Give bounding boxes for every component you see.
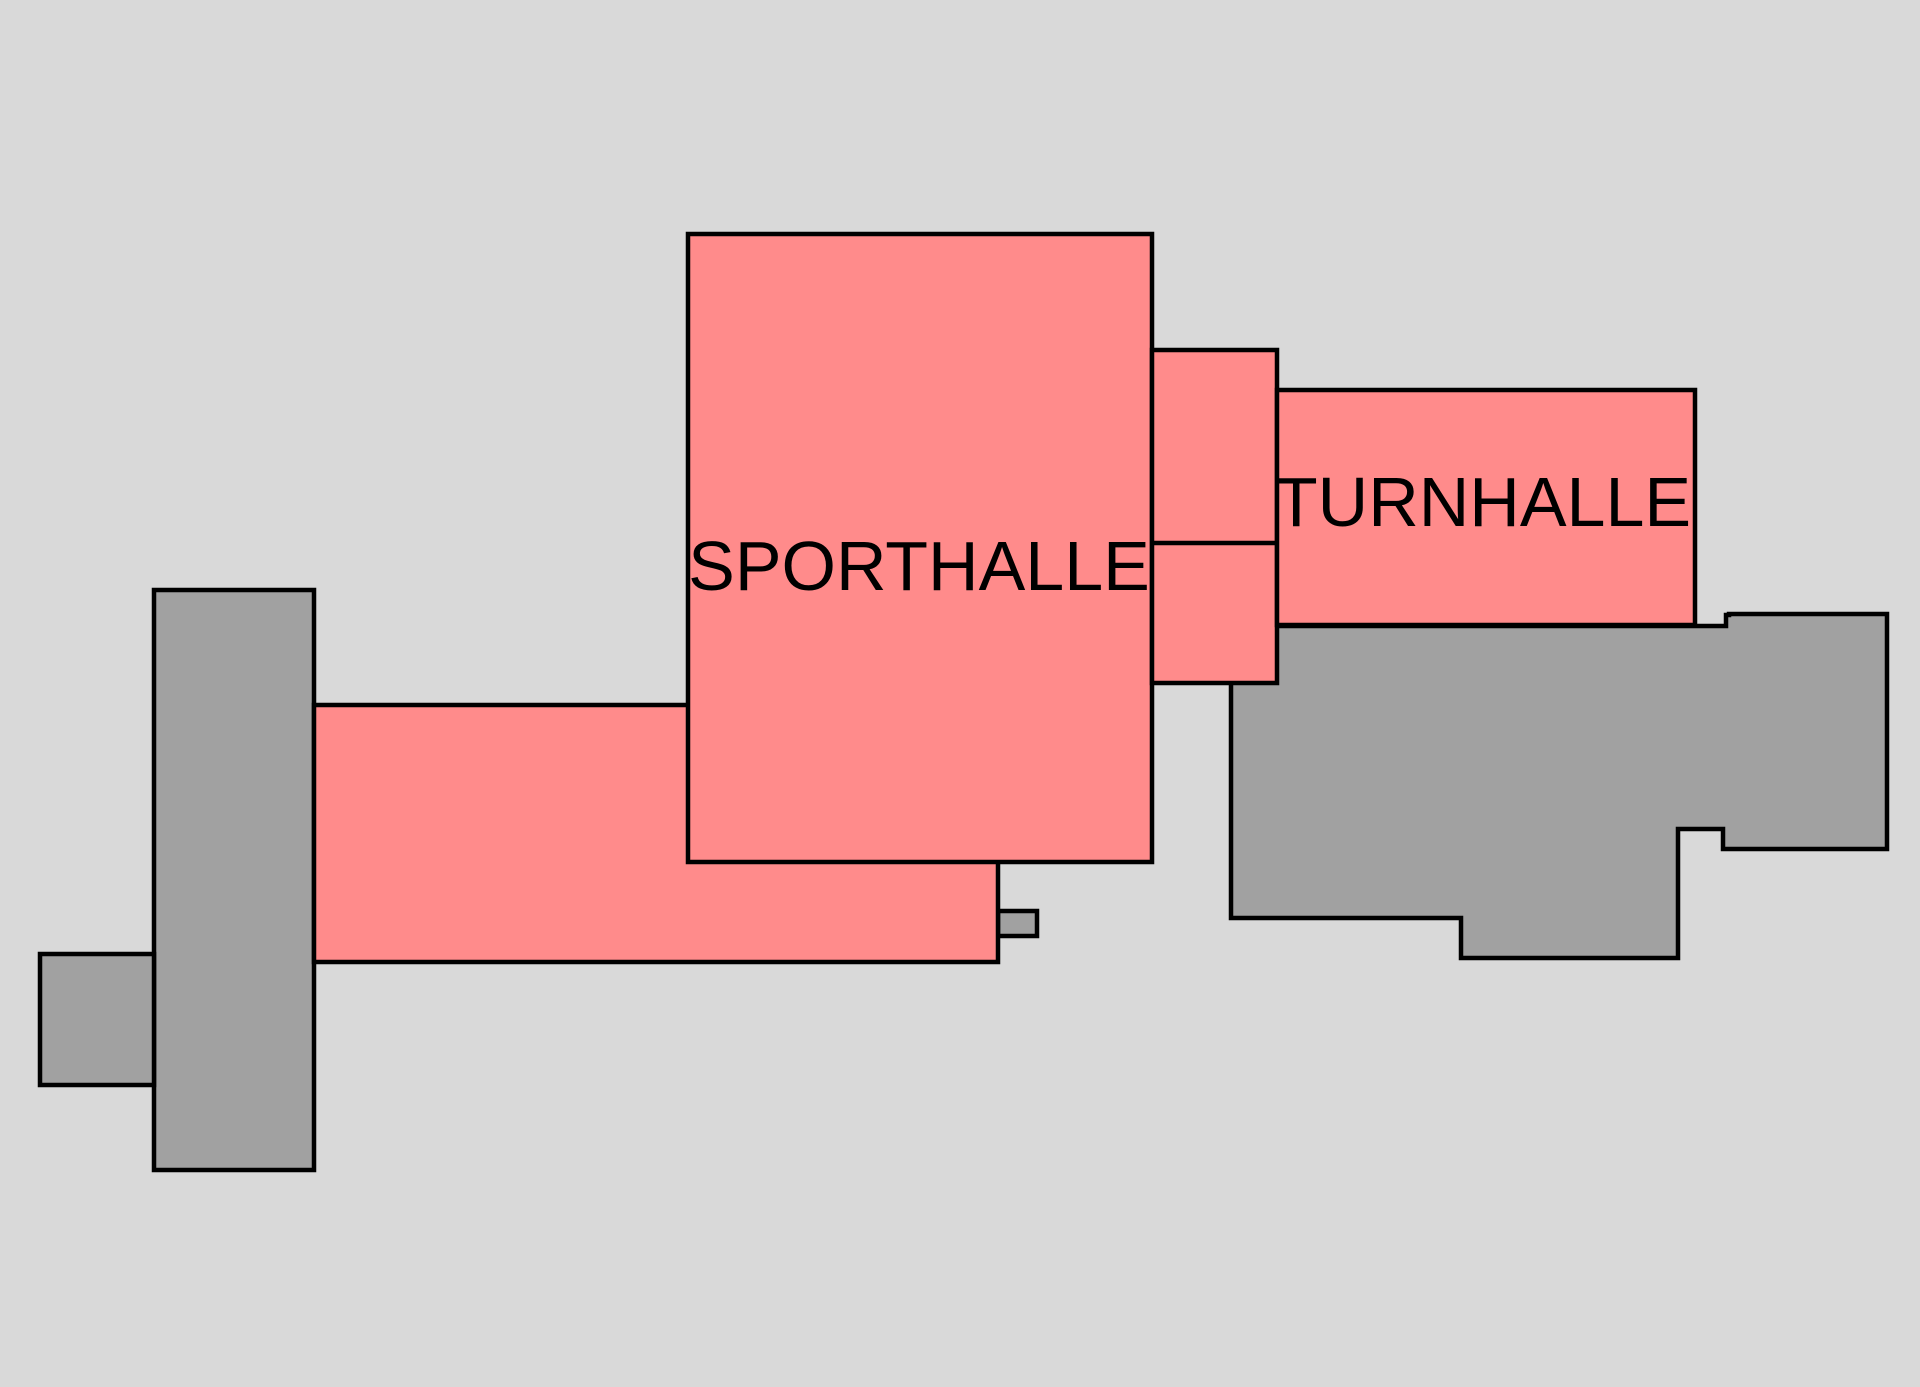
sporthalle-label: SPORTHALLE bbox=[688, 527, 1150, 605]
connector-block bbox=[1149, 347, 1280, 686]
east-building bbox=[1228, 611, 1890, 961]
west-building-annex bbox=[37, 951, 157, 1088]
sporthalle-building bbox=[685, 231, 1155, 865]
turnhalle-label: TURNHALLE bbox=[1275, 463, 1691, 541]
west-building-main bbox=[151, 587, 317, 1173]
turnhalle-building bbox=[1274, 387, 1698, 628]
small-annex-stub bbox=[995, 908, 1040, 939]
